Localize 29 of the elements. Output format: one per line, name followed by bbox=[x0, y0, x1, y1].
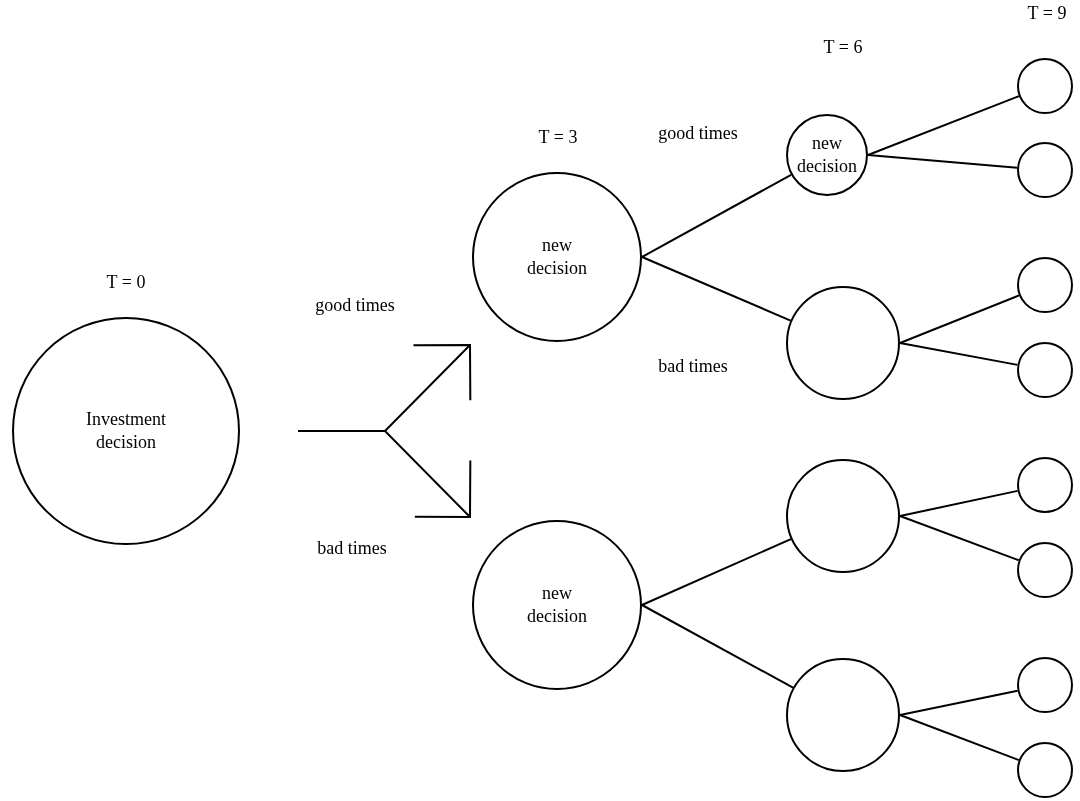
outcome-circle bbox=[1017, 657, 1073, 713]
branch-line bbox=[899, 294, 1020, 344]
branch-line bbox=[641, 256, 792, 322]
node-label: new decision bbox=[526, 233, 588, 280]
outcome-circle bbox=[1017, 342, 1073, 398]
time-label: T = 3 bbox=[538, 126, 578, 148]
branch-line bbox=[899, 515, 1020, 562]
arrow bbox=[297, 430, 472, 518]
node-label: new decision bbox=[796, 131, 858, 178]
branch-line bbox=[641, 538, 792, 606]
branch-line bbox=[641, 173, 793, 258]
outcome-circle bbox=[1017, 542, 1073, 598]
branch-line bbox=[867, 154, 1019, 169]
outcome-circle bbox=[1017, 257, 1073, 313]
branch-line bbox=[899, 342, 1019, 366]
branch-line bbox=[867, 95, 1020, 156]
branch-line bbox=[641, 604, 794, 689]
outcome-circle bbox=[1017, 742, 1073, 798]
branch-line bbox=[899, 714, 1020, 762]
time-label: T = 0 bbox=[106, 271, 146, 293]
branch-line bbox=[899, 689, 1019, 716]
node-label: Investment decision bbox=[85, 407, 167, 454]
outcome-circle bbox=[1017, 142, 1073, 198]
time-label: T = 9 bbox=[1027, 2, 1067, 24]
node-label: new decision bbox=[526, 581, 588, 628]
outcome-circle bbox=[1017, 58, 1073, 114]
time-label: T = 6 bbox=[823, 36, 863, 58]
branch-line bbox=[899, 489, 1019, 517]
outcome-circle bbox=[1017, 457, 1073, 513]
